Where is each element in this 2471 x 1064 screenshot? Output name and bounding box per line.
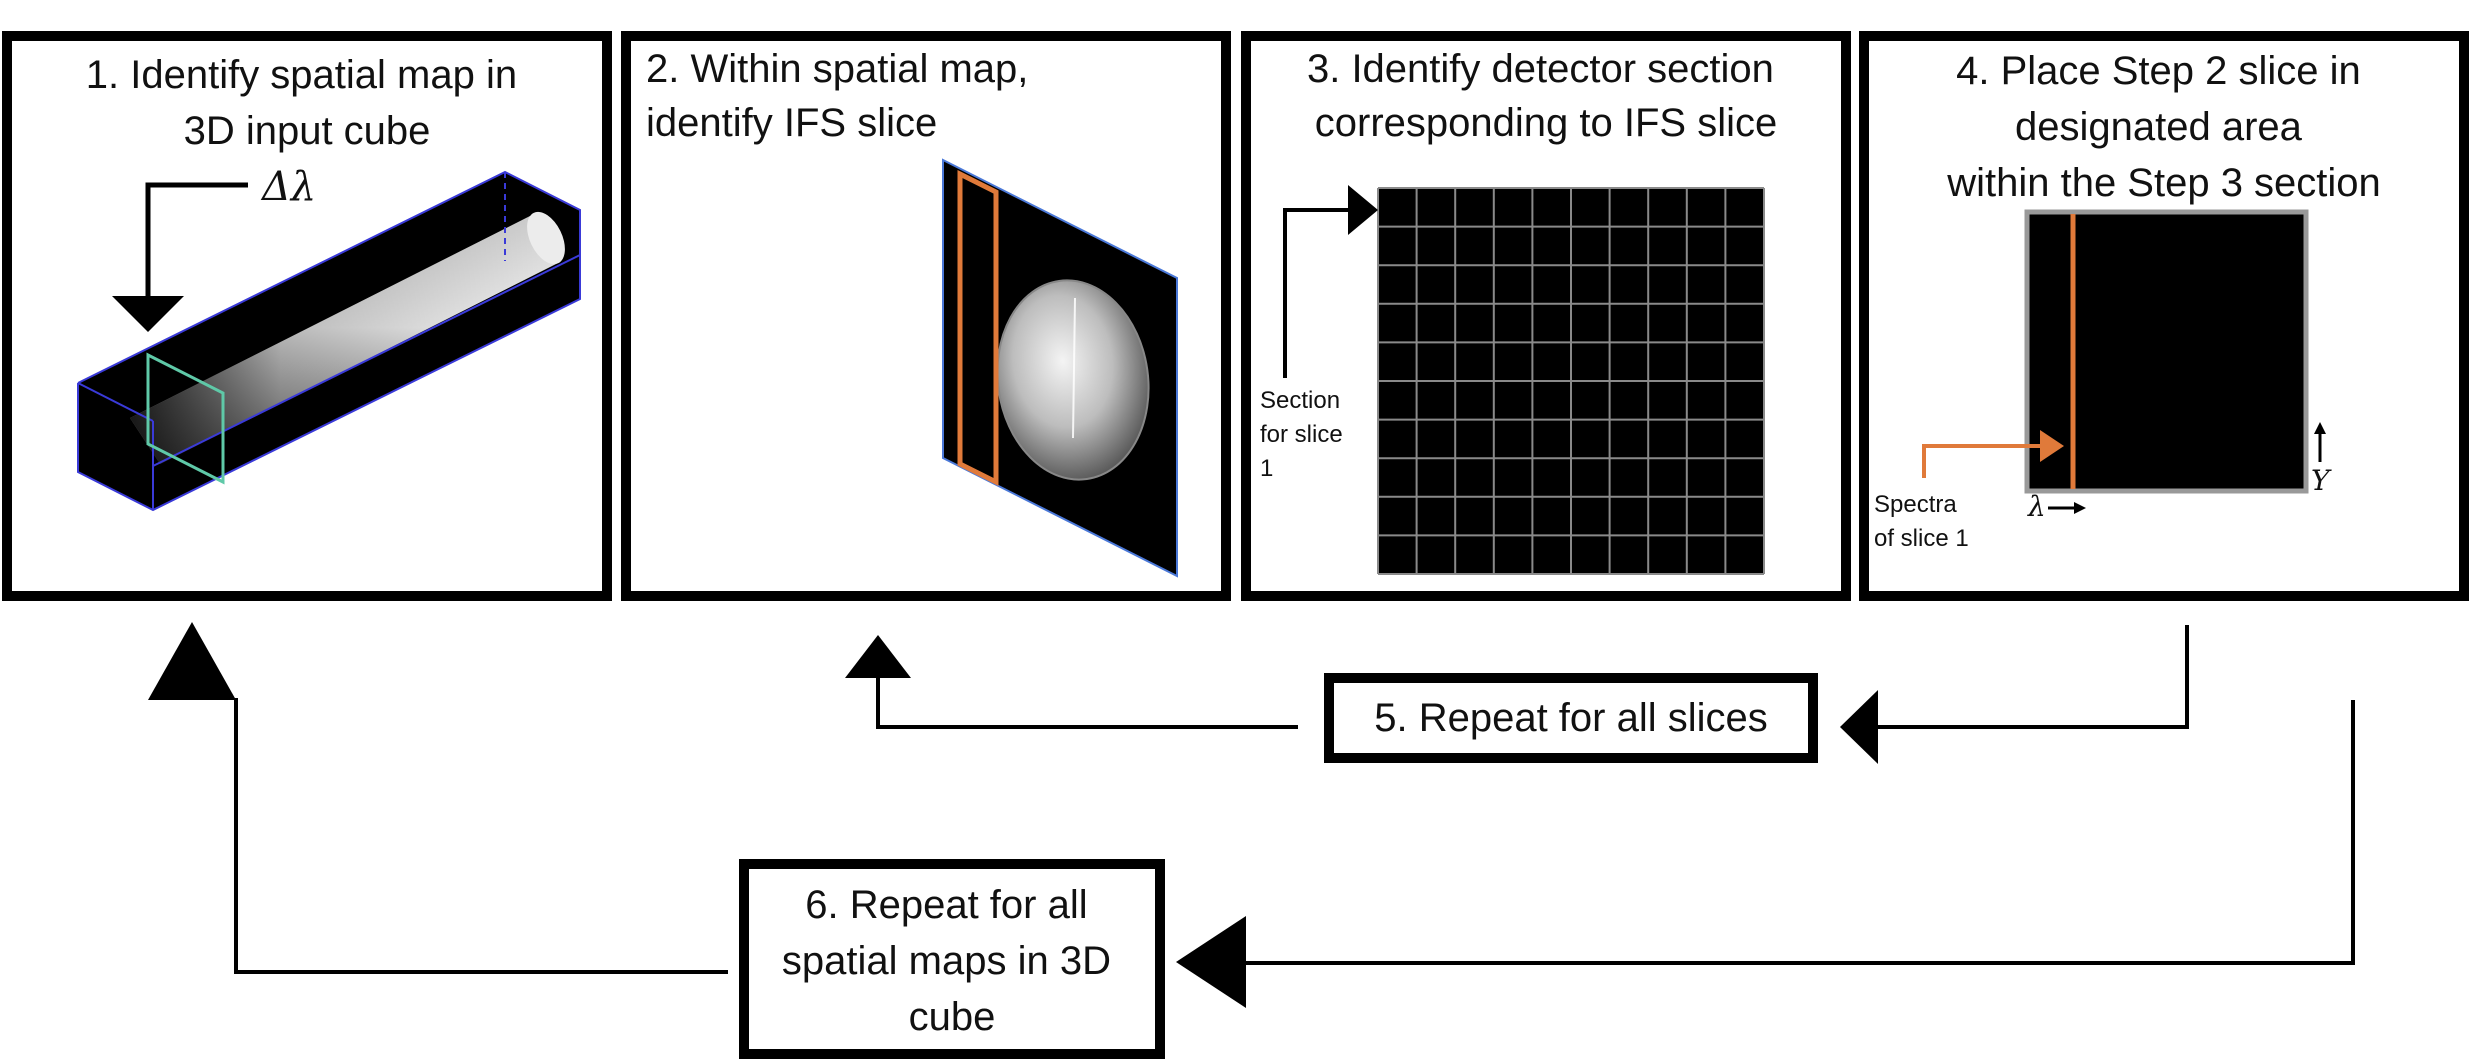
- detector-section-view: [2024, 209, 2309, 494]
- cube-edge-front-top: [77, 382, 154, 422]
- section-label-line2: for slice: [1260, 421, 1343, 448]
- lambda-axis-arrow-head: [2074, 502, 2086, 514]
- loop-connectors: [234, 625, 2355, 1008]
- step4-title-line2: designated area: [2015, 105, 2303, 149]
- detector-grid-lines: [1377, 187, 1765, 575]
- step6-title-line1: 6. Repeat for all: [805, 883, 1087, 927]
- step1-up-arrow-head: [148, 622, 236, 700]
- step2-title: 2. Within spatial map, identify IFS slic…: [646, 47, 1040, 145]
- step6-title-line2: spatial maps in 3D: [782, 939, 1111, 983]
- step6-border: [739, 859, 1165, 1059]
- step4-title-line3: within the Step 3 section: [1946, 161, 2381, 205]
- spectra-label-line1: Spectra: [1874, 491, 1957, 518]
- cube-front-face: [78, 383, 153, 510]
- step5-box: 5. Repeat for all slices: [1324, 673, 1818, 763]
- spectra-label-line2: of slice 1: [1874, 525, 1969, 552]
- lambda-axis-label: λ: [2027, 490, 2046, 523]
- step6-out-line: [234, 698, 728, 974]
- spectra-label: Spectra of slice 1: [1874, 491, 1969, 552]
- step5-out-line: [876, 676, 1298, 729]
- spectra-pointer-arrow-head: [2040, 430, 2064, 462]
- step5-title: 5. Repeat for all slices: [1374, 696, 1768, 740]
- section-pointer-arrow-head: [1348, 185, 1378, 235]
- step2-title-line1: 2. Within spatial map,: [646, 47, 1028, 91]
- step1-title-line1: 1. Identify spatial map in: [86, 53, 517, 97]
- step3-title-line1: 3. Identify detector section: [1307, 47, 1774, 91]
- section-pointer-line: [1283, 208, 1352, 378]
- spectra-pointer-line: [1922, 444, 2042, 478]
- step5-in-arrow-head: [1840, 690, 1878, 764]
- spatial-map-slice-view: [942, 158, 1178, 578]
- step6-in-arrow-head: [1176, 916, 1246, 1008]
- step5-return-arrow-head: [845, 635, 911, 678]
- ifs-slice-highlight: [957, 169, 999, 487]
- section-label: Section for slice 1: [1260, 387, 1349, 482]
- section-label-line1: Section: [1260, 387, 1340, 414]
- step6-box: 6. Repeat for all spatial maps in 3D cub…: [739, 859, 1165, 1059]
- y-axis-label: Y: [2311, 464, 2332, 497]
- cube-cylinder-fade: [130, 216, 560, 464]
- step3-title: 3. Identify detector section correspondi…: [1307, 47, 1785, 145]
- cube-cylinder-end: [527, 211, 565, 265]
- y-axis-arrow-head: [2314, 422, 2326, 434]
- step5-border: [1324, 673, 1818, 763]
- cube-selected-spatial-map: [146, 352, 225, 485]
- step6-title: 6. Repeat for all spatial maps in 3D cub…: [782, 883, 1122, 1039]
- step4-title-line1: 4. Place Step 2 slice in: [1956, 49, 2361, 93]
- step1-title: 1. Identify spatial map in 3D input cube: [86, 53, 528, 153]
- step2-title-line2: identify IFS slice: [646, 101, 937, 145]
- spatial-map-highlight: [1072, 297, 1076, 439]
- detector-grid: [1377, 187, 1765, 575]
- detector-section-area: [2024, 209, 2309, 494]
- step1-title-line2: 3D input cube: [184, 109, 431, 153]
- cube-top-face: [78, 172, 580, 421]
- step6-title-line3: cube: [909, 995, 996, 1039]
- section-label-line3: 1: [1260, 455, 1273, 482]
- step5-in-line: [1874, 625, 2189, 729]
- step1-panel: 1. Identify spatial map in 3D input cube…: [2, 31, 612, 700]
- step1-delta-pointer-line: [145, 182, 248, 298]
- step3-title-line2: corresponding to IFS slice: [1315, 101, 1777, 145]
- step6-in-line: [1240, 700, 2355, 965]
- input-cube-3d: [77, 170, 581, 512]
- step4-title: 4. Place Step 2 slice in designated area…: [1946, 49, 2381, 205]
- step2-panel: 2. Within spatial map, identify IFS slic…: [621, 31, 1231, 678]
- step4-panel: 4. Place Step 2 slice in designated area…: [1859, 31, 2469, 601]
- step3-panel: 3. Identify detector section correspondi…: [1241, 31, 1851, 601]
- step1-down-arrow-head: [112, 296, 184, 332]
- delta-lambda-label: Δλ: [260, 164, 316, 210]
